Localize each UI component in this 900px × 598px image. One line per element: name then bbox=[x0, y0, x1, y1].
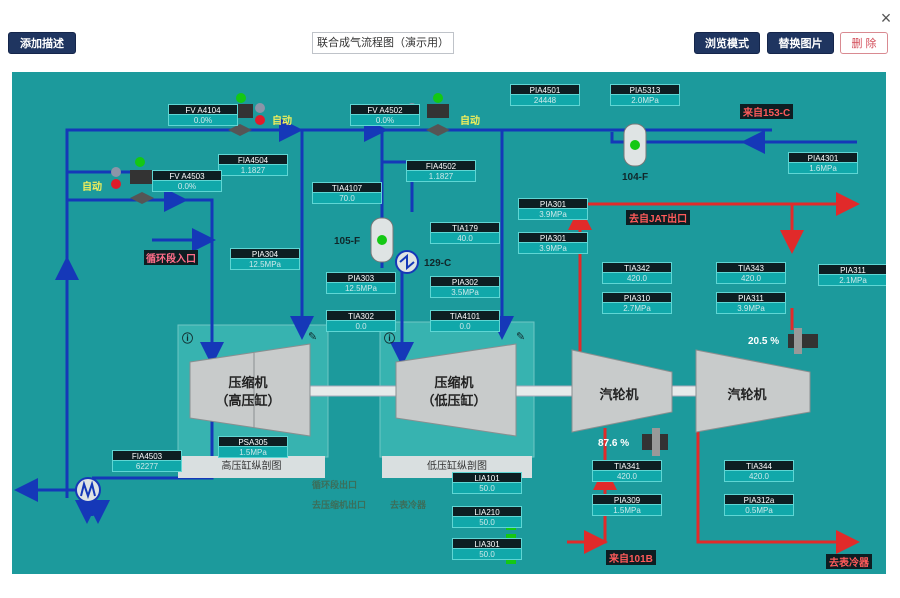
add-description-button[interactable]: 添加描述 bbox=[8, 32, 76, 54]
edit-icon-hp[interactable]: ✎ bbox=[308, 331, 318, 343]
delete-button[interactable]: 删 除 bbox=[840, 32, 888, 54]
hp-panel-title: 高压缸纵剖图 bbox=[178, 456, 325, 478]
close-icon[interactable]: × bbox=[880, 8, 892, 28]
turbine-1-shape bbox=[571, 349, 673, 433]
turbine-1-label: 汽轮机 bbox=[599, 387, 639, 402]
hp-compressor-shape bbox=[189, 343, 311, 437]
replace-image-button[interactable]: 替换图片 bbox=[767, 32, 834, 54]
faded-text-3: 去表冷器 bbox=[390, 500, 427, 510]
hp-compressor-label: 压缩机 （高压缸） bbox=[215, 375, 281, 408]
vessel-105f-label: 105-F bbox=[334, 236, 361, 247]
turbine-2-label: 汽轮机 bbox=[727, 387, 767, 402]
faded-text-2: 去压缩机出口 bbox=[312, 500, 367, 510]
blue-flow-lines bbox=[14, 118, 857, 524]
steam-valve-2 bbox=[642, 428, 668, 456]
steam-valve-1 bbox=[788, 328, 818, 354]
process-diagram-canvas: 高压缸纵剖图 低压缸纵剖图 ⓘ ✎ ⓘ ✎ 压缩机 （高压缸） 压缩机 （低压缸… bbox=[12, 72, 886, 574]
auto-label-1: 自动 bbox=[272, 116, 292, 127]
to-cooler-label: 去表冷器 bbox=[826, 554, 872, 569]
exchanger-129c-label: 129-C bbox=[424, 258, 452, 269]
recycle-inlet-label: 循环段入口 bbox=[144, 250, 198, 265]
auto-label-3: 自动 bbox=[82, 182, 102, 193]
valve-percent-1: 20.5 % bbox=[748, 336, 780, 347]
from-153c-label: 来自153-C bbox=[740, 104, 794, 119]
control-valve-3 bbox=[111, 157, 154, 204]
preview-mode-button[interactable]: 浏览模式 bbox=[694, 32, 760, 54]
edit-icon-lp[interactable]: ✎ bbox=[516, 331, 526, 343]
to-jat-label: 去自JAT出口 bbox=[626, 210, 691, 225]
turbine-2-shape bbox=[695, 349, 811, 433]
from-101b-label: 来自101B bbox=[606, 550, 656, 565]
valve-percent-2: 87.6 % bbox=[598, 438, 630, 449]
info-icon-lp[interactable]: ⓘ bbox=[384, 333, 395, 345]
vessel-104f-label: 104-F bbox=[622, 172, 649, 183]
info-icon-hp[interactable]: ⓘ bbox=[182, 333, 193, 345]
auto-label-2: 自动 bbox=[460, 116, 480, 127]
process-flow-svg bbox=[14, 93, 860, 564]
faded-text-1: 循环段出口 bbox=[312, 480, 358, 490]
lp-compressor-shape bbox=[395, 343, 517, 437]
lp-compressor-label: 压缩机 （低压缸） bbox=[421, 375, 487, 408]
diagram-title-box: 联合成气流程图（演示用） bbox=[312, 32, 454, 54]
